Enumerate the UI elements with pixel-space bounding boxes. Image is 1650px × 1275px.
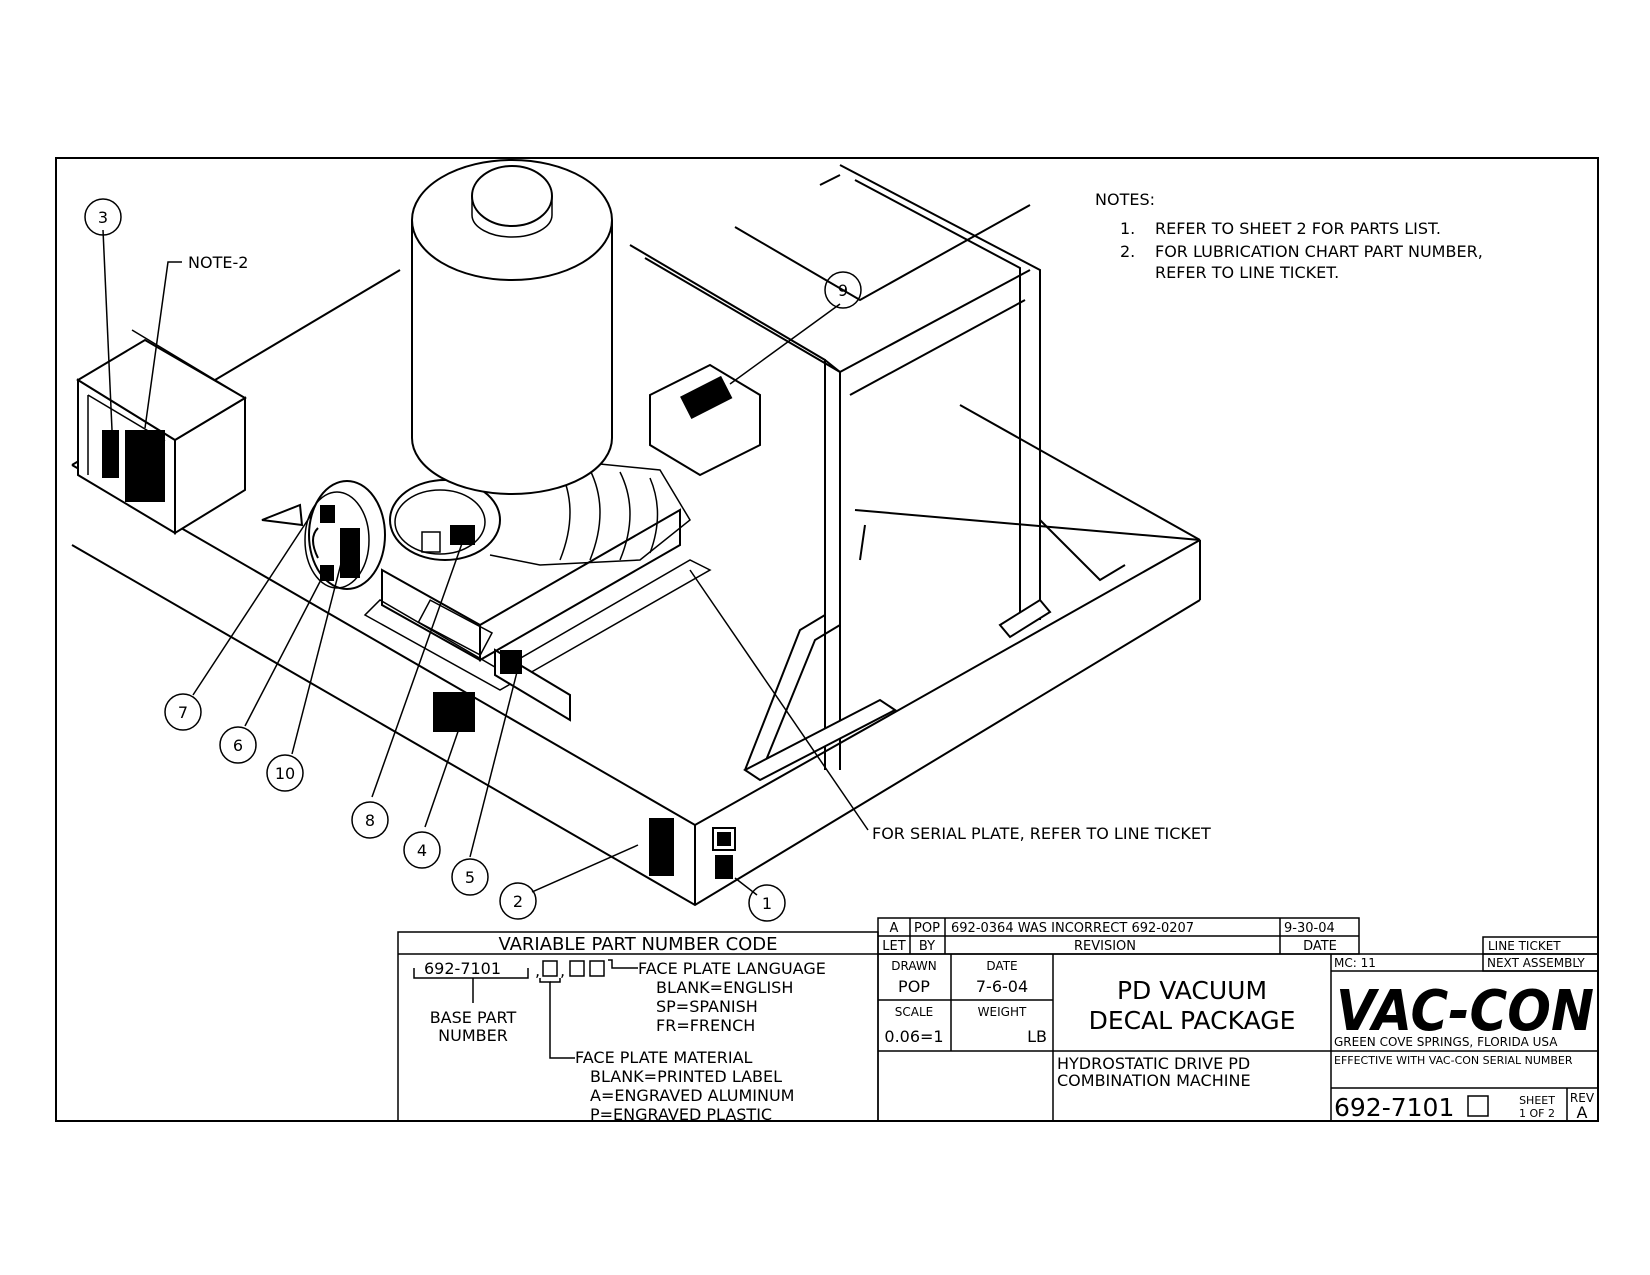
- effective-serial-label: EFFECTIVE WITH VAC-CON SERIAL NUMBER: [1334, 1054, 1573, 1067]
- revision-hdr-revision: REVISION: [1074, 939, 1136, 954]
- drawing-border: [55, 157, 1599, 1122]
- scale-value: 0.06=1: [884, 1027, 943, 1046]
- weight-unit: LB: [1027, 1027, 1047, 1046]
- next-assembly-label: NEXT ASSEMBLY: [1487, 956, 1585, 970]
- language-option-spanish: SP=SPANISH: [656, 997, 758, 1016]
- company-location: GREEN COVE SPRINGS, FLORIDA USA: [1334, 1035, 1558, 1049]
- callout-7: 7: [178, 703, 188, 722]
- note-1-text: REFER TO SHEET 2 FOR PARTS LIST.: [1155, 219, 1441, 238]
- callout-5: 5: [465, 868, 475, 887]
- callouts: 3 NOTE-2 9 7 6 10 8 4 5 2 1 FOR SERIAL P…: [84, 198, 1211, 922]
- language-option-french: FR=FRENCH: [656, 1016, 755, 1035]
- variable-code-title: VARIABLE PART NUMBER CODE: [498, 934, 777, 955]
- face-plate-material-title: FACE PLATE MATERIAL: [575, 1048, 753, 1067]
- revision-hdr-date: DATE: [1303, 939, 1337, 954]
- face-plate-language-title: FACE PLATE LANGUAGE: [638, 959, 826, 978]
- notes-block: NOTES: 1. REFER TO SHEET 2 FOR PARTS LIS…: [1095, 190, 1483, 282]
- callout-note-2: NOTE-2: [188, 253, 248, 272]
- callout-3: 3: [98, 208, 108, 227]
- drawing-title-line2: DECAL PACKAGE: [1089, 1006, 1296, 1035]
- scale-label: SCALE: [895, 1005, 933, 1019]
- weight-label: WEIGHT: [978, 1005, 1027, 1019]
- drawn-label: DRAWN: [891, 959, 937, 973]
- variable-part-code-block: VARIABLE PART NUMBER CODE 692-7101 BASE …: [397, 931, 879, 1124]
- note-2-text-line1: FOR LUBRICATION CHART PART NUMBER,: [1155, 242, 1483, 261]
- callout-9: 9: [838, 281, 848, 300]
- drawing-subtitle-line1: HYDROSTATIC DRIVE PD: [1057, 1054, 1250, 1073]
- callout-4: 4: [417, 841, 427, 860]
- material-code-box: [542, 960, 558, 977]
- note-2-text-line2: REFER TO LINE TICKET.: [1155, 263, 1339, 282]
- material-option-printed: BLANK=PRINTED LABEL: [590, 1067, 782, 1086]
- callout-6: 6: [233, 736, 243, 755]
- base-part-number: 692-7101: [424, 959, 501, 978]
- company-logo: VAC-CON: [1336, 979, 1594, 1044]
- language-code-box-2: [589, 960, 605, 977]
- sheet-value: 1 OF 2: [1519, 1107, 1555, 1120]
- date-label: DATE: [986, 959, 1017, 973]
- drawing-title-line1: PD VACUUM: [1117, 976, 1267, 1005]
- drawing-subtitle-line2: COMBINATION MACHINE: [1057, 1071, 1251, 1090]
- drawn-value: POP: [898, 977, 930, 996]
- sheet-label: SHEET: [1519, 1094, 1555, 1107]
- base-part-label-line1: BASE PART: [430, 1008, 517, 1027]
- rev-value: A: [1577, 1103, 1588, 1122]
- drawing-part-suffix-box: [1467, 1095, 1489, 1117]
- callout-8: 8: [365, 811, 375, 830]
- svg-text:,: ,: [560, 961, 565, 980]
- revision-description: 692-0364 WAS INCORRECT 692-0207: [951, 921, 1194, 936]
- serial-plate-note: FOR SERIAL PLATE, REFER TO LINE TICKET: [872, 824, 1211, 843]
- mc-label: MC: 11: [1334, 956, 1376, 970]
- revision-by: POP: [914, 921, 940, 936]
- callout-10: 10: [275, 764, 295, 783]
- revision-letter: A: [890, 921, 899, 936]
- line-ticket-label: LINE TICKET: [1488, 939, 1561, 953]
- callout-1: 1: [762, 894, 772, 913]
- svg-text:,: ,: [535, 961, 540, 980]
- notes-header: NOTES:: [1095, 190, 1155, 209]
- revision-hdr-by: BY: [919, 939, 935, 954]
- machine-illustration: [71, 159, 1201, 907]
- drawing-part-number: 692-7101: [1334, 1093, 1454, 1122]
- revision-date: 9-30-04: [1284, 921, 1335, 936]
- language-option-english: BLANK=ENGLISH: [656, 978, 793, 997]
- date-value: 7-6-04: [976, 977, 1028, 996]
- note-1-number: 1.: [1120, 219, 1135, 238]
- revision-hdr-let: LET: [882, 939, 905, 954]
- material-option-aluminum: A=ENGRAVED ALUMINUM: [590, 1086, 794, 1105]
- revision-block: A POP 692-0364 WAS INCORRECT 692-0207 9-…: [877, 917, 1360, 955]
- base-part-label-line2: NUMBER: [438, 1026, 508, 1045]
- rev-label: REV: [1570, 1091, 1595, 1105]
- title-block: DRAWN POP DATE 7-6-04 SCALE 0.06=1 WEIGH…: [877, 936, 1599, 1122]
- language-code-box-1: [569, 960, 585, 977]
- callout-2: 2: [513, 892, 523, 911]
- material-option-plastic: P=ENGRAVED PLASTIC: [590, 1105, 772, 1124]
- note-2-number: 2.: [1120, 242, 1135, 261]
